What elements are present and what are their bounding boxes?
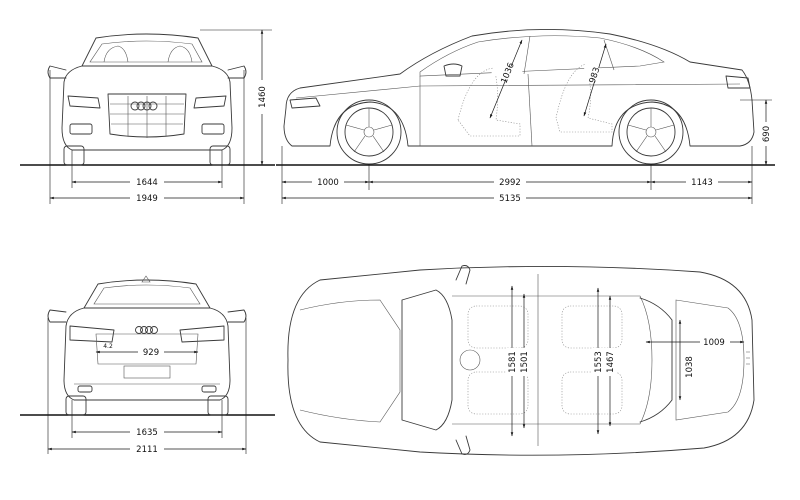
rear-overhang-label: 1143 <box>691 178 713 188</box>
dimension-labels: 1644 1949 1460 1000 2992 1143 5135 690 1… <box>103 60 772 455</box>
width-mirrors-rear-label: 2111 <box>136 445 158 455</box>
front-elbow-width-label: 1501 <box>520 351 530 373</box>
rear-view <box>20 275 275 416</box>
rear-badge: 4.2 <box>103 343 113 350</box>
audi-rings-front-icon <box>130 101 158 111</box>
side-view <box>276 29 775 166</box>
front-shoulder-width-label: 1581 <box>508 351 518 373</box>
front-view <box>20 33 275 166</box>
front-wheel <box>336 99 402 165</box>
rear-wheel <box>618 99 684 165</box>
length-label: 5135 <box>499 194 521 204</box>
trunk-length-label: 1009 <box>703 338 725 348</box>
front-overhang-label: 1000 <box>317 178 339 188</box>
trunk-opening-width-label: 929 <box>143 348 159 358</box>
width-mirrors-front-label: 1949 <box>136 194 158 204</box>
front-track-label: 1644 <box>136 178 158 188</box>
trunk-sill-height-label: 690 <box>762 126 772 142</box>
wheelbase-label: 2992 <box>499 178 521 188</box>
rear-headroom-label: 983 <box>588 66 603 85</box>
rear-track-label: 1635 <box>136 428 158 438</box>
trunk-width-label: 1038 <box>685 356 695 378</box>
top-view <box>287 265 755 456</box>
rear-elbow-width-label: 1467 <box>606 351 616 373</box>
height-label: 1460 <box>258 86 268 108</box>
audi-rings-rear-icon <box>135 326 158 334</box>
rear-shoulder-width-label: 1553 <box>594 351 604 373</box>
